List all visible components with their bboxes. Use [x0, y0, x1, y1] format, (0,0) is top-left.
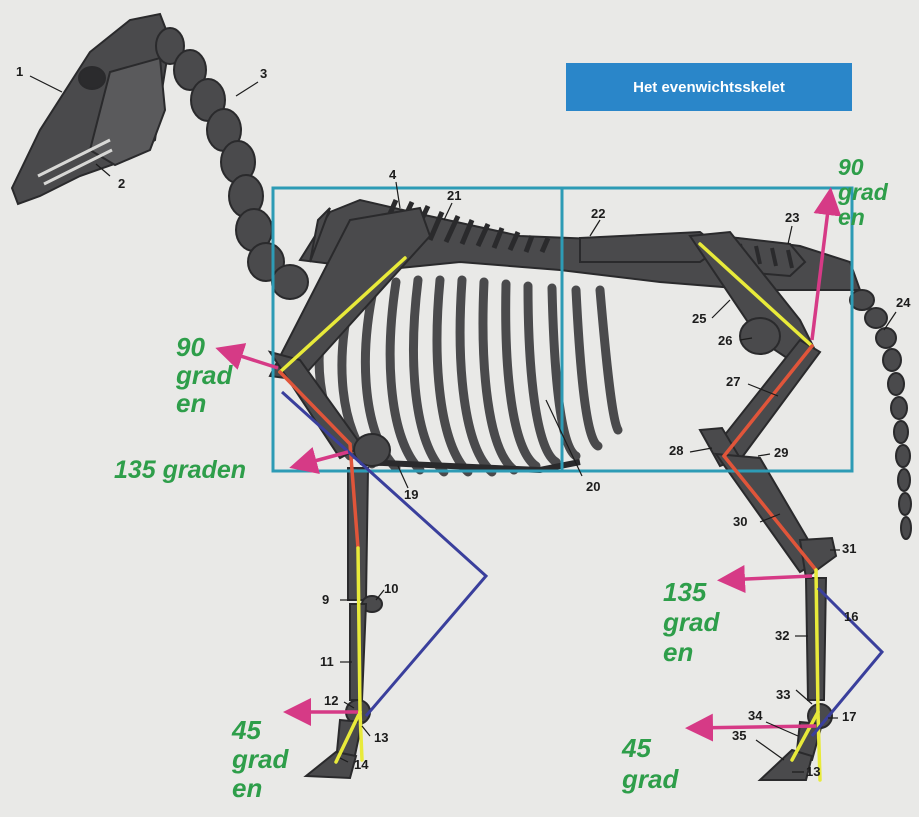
angle-label-hind-top: 90 grad en — [838, 155, 888, 230]
part-number: 13 — [806, 765, 820, 779]
part-number: 10 — [384, 582, 398, 596]
neck-vertebrae — [156, 28, 308, 299]
part-number: 27 — [726, 375, 740, 389]
part-number: 21 — [447, 189, 461, 203]
part-number: 17 — [842, 710, 856, 724]
part-number: 26 — [718, 334, 732, 348]
skull — [12, 14, 170, 204]
arrow-hock — [724, 576, 812, 580]
part-number: 35 — [732, 729, 746, 743]
part-number: 3 — [260, 67, 267, 81]
angle-label-elbow: 135 graden — [114, 458, 246, 483]
part-number: 2 — [118, 177, 125, 191]
part-number: 24 — [896, 296, 910, 310]
part-number: 31 — [842, 542, 856, 556]
angle-label-hock: 135 grad en — [663, 577, 719, 667]
part-number: 1 — [16, 65, 23, 79]
part-number: 29 — [774, 446, 788, 460]
part-number: 20 — [586, 480, 600, 494]
arrow-hind-fetlock — [692, 726, 816, 728]
part-number: 14 — [354, 758, 368, 772]
part-number: 4 — [389, 168, 396, 182]
part-number: 11 — [320, 655, 334, 669]
part-number: 28 — [669, 444, 683, 458]
part-number: 19 — [404, 488, 418, 502]
part-number: 16 — [844, 610, 858, 624]
part-number: 12 — [324, 694, 338, 708]
part-number: 13 — [374, 731, 388, 745]
tail — [850, 290, 911, 539]
part-number: 25 — [692, 312, 706, 326]
part-number: 32 — [775, 629, 789, 643]
part-number: 33 — [776, 688, 790, 702]
part-number: 9 — [322, 593, 329, 607]
part-number: 23 — [785, 211, 799, 225]
diagram-title: Het evenwichtsskelet — [566, 63, 852, 111]
angle-label-fore-fetlock: 45 grad en — [232, 716, 288, 803]
part-number: 22 — [591, 207, 605, 221]
part-number: 34 — [748, 709, 762, 723]
part-number: 30 — [733, 515, 747, 529]
angle-label-hind-fetlock: 45 grad — [622, 733, 678, 795]
angle-label-shoulder: 90 grad en — [176, 333, 232, 417]
